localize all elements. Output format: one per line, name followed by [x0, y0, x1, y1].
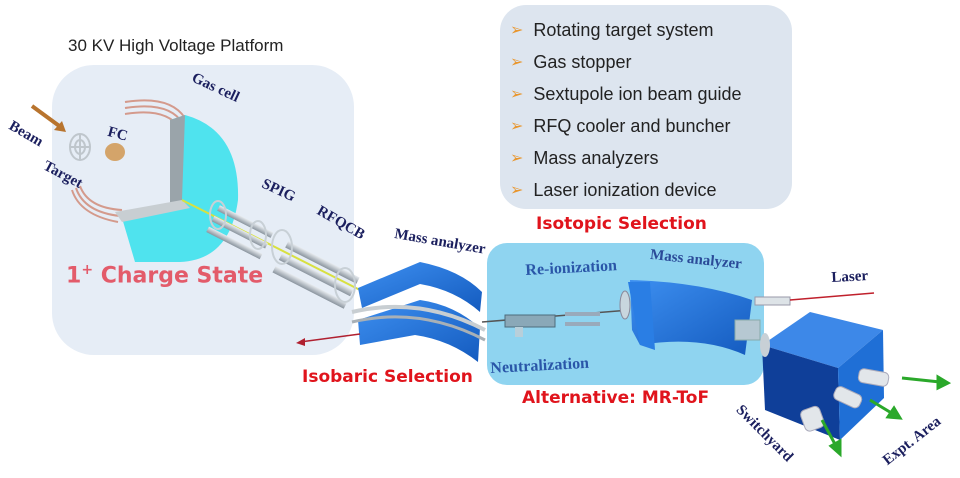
neutralization-cell-icon	[504, 312, 600, 337]
switchyard-icon	[760, 312, 884, 440]
alternative-mr-tof-label: Alternative: MR-ToF	[522, 388, 710, 408]
rfq-cooler-buncher-rods	[271, 229, 360, 309]
spig-rods	[206, 200, 274, 260]
features-panel	[500, 5, 792, 209]
arrow-bullet-icon: ➢	[510, 86, 524, 103]
gas-cell-icon	[115, 115, 239, 262]
feature-label: Rotating target system	[533, 19, 714, 40]
feature-list: ➢ Rotating target system ➢ Gas stopper ➢ Se…	[510, 14, 742, 206]
isotopic-selection-label: Isotopic Selection	[536, 214, 707, 234]
mass-analyzer-2-icon	[619, 280, 761, 355]
arrow-bullet-icon: ➢	[510, 118, 524, 135]
charge-state-label: 1+ Charge State	[66, 262, 263, 288]
feature-label: Mass analyzers	[533, 147, 659, 168]
arrow-bullet-icon: ➢	[510, 182, 524, 199]
isobaric-selection-label: Isobaric Selection	[302, 367, 473, 387]
platform-title: 30 KV High Voltage Platform	[68, 36, 284, 55]
arrow-bullet-icon: ➢	[510, 22, 524, 39]
charge-number: 1	[66, 263, 82, 289]
feature-label: Laser ionization device	[533, 179, 717, 200]
mass-analyzer-1-icon	[351, 262, 486, 362]
arrow-bullet-icon: ➢	[510, 150, 524, 167]
feature-item: ➢ Mass analyzers	[510, 142, 742, 174]
charge-sign: +	[81, 262, 94, 278]
isobar-exit-arrow-icon	[296, 333, 361, 346]
ion-beam-path	[181, 199, 361, 291]
feature-label: RFQ cooler and buncher	[533, 115, 731, 136]
feature-label: Gas stopper	[533, 51, 632, 72]
faraday-cup-icon	[105, 143, 125, 161]
feature-item: ➢ Gas stopper	[510, 46, 742, 78]
laser-label: Laser	[831, 268, 869, 286]
feature-item: ➢ Laser ionization device	[510, 174, 742, 206]
feature-label: Sextupole ion beam guide	[533, 83, 742, 104]
experiment-beam-arrows-icon	[820, 374, 952, 458]
experiment-ports	[800, 368, 890, 432]
feature-item: ➢ RFQ cooler and buncher	[510, 110, 742, 142]
beam-arrow-icon	[30, 104, 66, 132]
arrow-bullet-icon: ➢	[510, 54, 524, 71]
laser-beam-icon	[754, 292, 875, 306]
charge-text: Charge State	[93, 263, 264, 289]
feature-item: ➢ Rotating target system	[510, 14, 742, 46]
feature-item: ➢ Sextupole ion beam guide	[510, 78, 742, 110]
rotating-target-icon	[69, 133, 91, 161]
